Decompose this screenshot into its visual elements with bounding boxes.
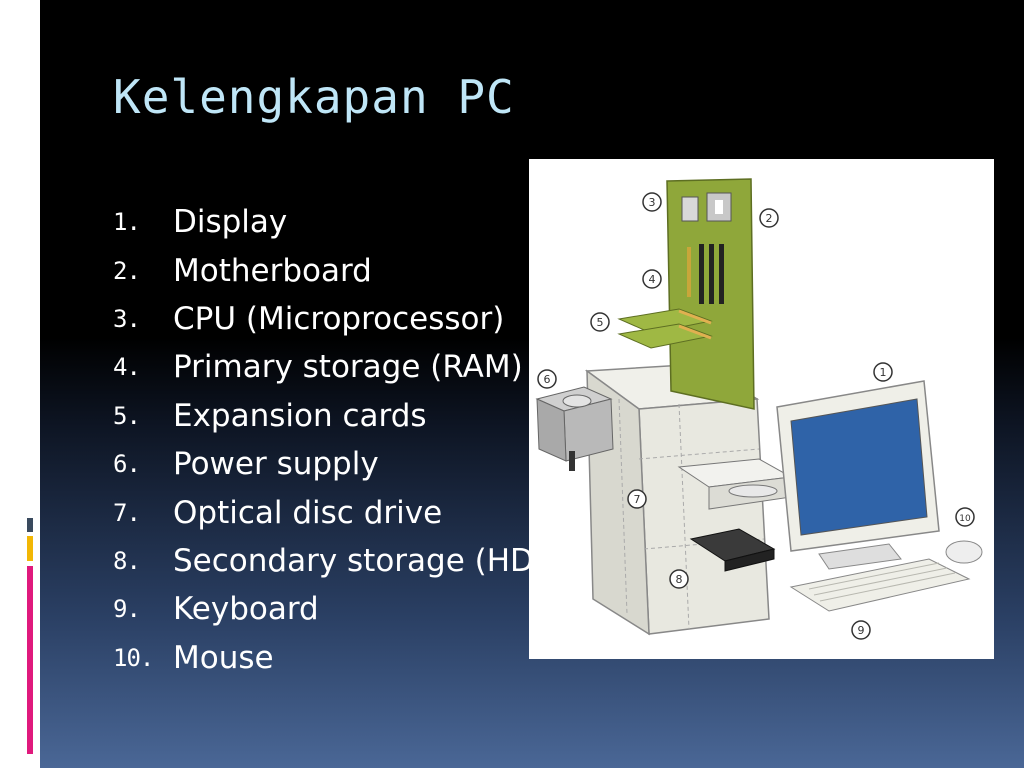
callout-9: 9 bbox=[851, 620, 871, 640]
callout-label: 2 bbox=[766, 212, 773, 225]
callout-label: 3 bbox=[649, 196, 656, 209]
callout-1: 1 bbox=[873, 362, 893, 382]
callout-label: 7 bbox=[634, 493, 641, 506]
list-item: 2. Motherboard bbox=[113, 246, 546, 294]
callout-6: 6 bbox=[537, 369, 557, 389]
list-item: 6. Power supply bbox=[113, 440, 546, 488]
list-item-label: Display bbox=[173, 204, 288, 241]
callout-2: 2 bbox=[759, 208, 779, 228]
pc-diagram: 1 2 3 4 5 6 7 8 9 10 bbox=[535, 178, 983, 640]
list-item-label: Secondary storage (HD) bbox=[173, 542, 547, 579]
callout-label: 5 bbox=[597, 316, 604, 329]
slide-title: Kelengkapan PC bbox=[113, 70, 515, 124]
list-item: 1. Display bbox=[113, 198, 546, 246]
pc-components-illustration: 1 2 3 4 5 6 7 8 9 10 bbox=[529, 159, 994, 659]
list-item-number: 2. bbox=[113, 256, 141, 285]
power-supply bbox=[535, 386, 614, 471]
list-item: 7. Optical disc drive bbox=[113, 488, 546, 536]
list-item: 10. Mouse bbox=[113, 634, 546, 682]
list-item-label: Mouse bbox=[173, 639, 274, 676]
list-item-number: 7. bbox=[113, 498, 141, 527]
list-item-label: Expansion cards bbox=[173, 397, 427, 434]
list-item: 4. Primary storage (RAM) bbox=[113, 343, 546, 391]
side-accent-slate bbox=[27, 518, 33, 532]
keyboard bbox=[789, 558, 971, 612]
callout-5: 5 bbox=[590, 312, 610, 332]
callout-4: 4 bbox=[642, 269, 662, 289]
list-item-label: Keyboard bbox=[173, 591, 319, 628]
side-accent-pink bbox=[27, 566, 33, 754]
list-item-label: Power supply bbox=[173, 446, 379, 483]
list-item-label: Optical disc drive bbox=[173, 494, 443, 531]
callout-label: 4 bbox=[649, 273, 656, 286]
list-item-number: 4. bbox=[113, 353, 141, 382]
list-item-number: 3. bbox=[113, 304, 141, 333]
callout-3: 3 bbox=[642, 192, 662, 212]
callout-label: 6 bbox=[544, 373, 551, 386]
list-item-number: 10. bbox=[113, 643, 154, 672]
list-item: 3. CPU (Microprocessor) bbox=[113, 295, 546, 343]
component-list: 1. Display 2. Motherboard 3. CPU (Microproc… bbox=[113, 198, 546, 682]
list-item: 9. Keyboard bbox=[113, 585, 546, 633]
list-item-label: CPU (Microprocessor) bbox=[173, 300, 505, 337]
callout-10: 10 bbox=[955, 507, 975, 527]
motherboard bbox=[666, 178, 755, 410]
callout-label: 9 bbox=[858, 624, 865, 637]
callout-8: 8 bbox=[669, 569, 689, 589]
list-item-label: Primary storage (RAM) bbox=[173, 349, 523, 386]
list-item-number: 5. bbox=[113, 401, 141, 430]
list-item-number: 1. bbox=[113, 208, 141, 237]
side-accent-gold bbox=[27, 536, 33, 561]
left-white-strip bbox=[0, 0, 40, 768]
list-item-label: Motherboard bbox=[173, 252, 372, 289]
hard-disk bbox=[689, 528, 776, 572]
list-item-number: 6. bbox=[113, 450, 141, 479]
callout-label: 1 bbox=[880, 366, 887, 379]
monitor bbox=[776, 380, 940, 570]
list-item: 8. Secondary storage (HD) bbox=[113, 537, 546, 585]
list-item-number: 9. bbox=[113, 595, 141, 624]
callout-7: 7 bbox=[627, 489, 647, 509]
expansion-cards bbox=[617, 308, 713, 349]
callout-label: 10 bbox=[959, 514, 971, 524]
callout-label: 8 bbox=[676, 573, 683, 586]
list-item-number: 8. bbox=[113, 546, 141, 575]
mouse bbox=[945, 540, 983, 564]
list-item: 5. Expansion cards bbox=[113, 392, 546, 440]
